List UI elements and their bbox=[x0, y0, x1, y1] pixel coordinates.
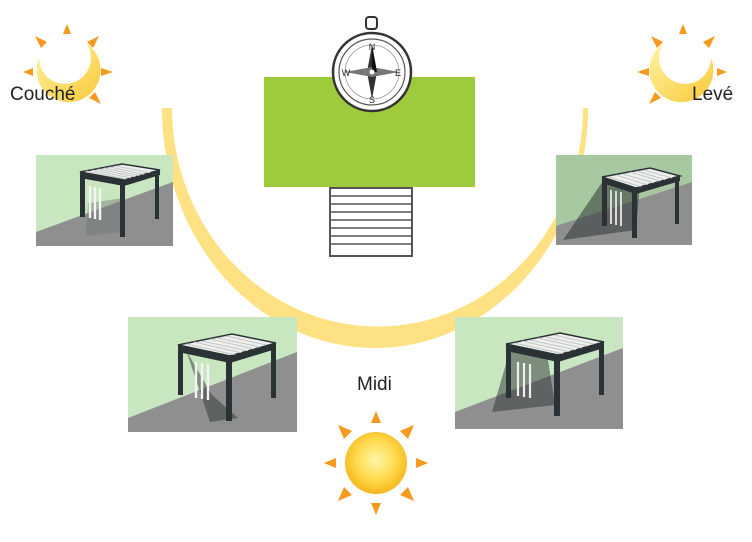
compass-s: S bbox=[369, 95, 375, 105]
label-sunrise: Levé bbox=[692, 84, 734, 105]
sun-icon bbox=[324, 411, 428, 515]
label-sunset: Couché bbox=[10, 84, 76, 105]
pergola-panel-sunrise bbox=[556, 155, 692, 245]
compass-n: N bbox=[369, 42, 376, 52]
compass-e: E bbox=[395, 68, 401, 78]
sun-icon bbox=[23, 24, 113, 104]
compass-w: W bbox=[342, 68, 351, 78]
pergola-icon bbox=[492, 332, 605, 416]
compass-icon: N S E W bbox=[331, 16, 413, 113]
pergola-icon bbox=[79, 163, 161, 237]
pergola-icon bbox=[563, 167, 683, 240]
pergola-panel-morning bbox=[128, 317, 297, 432]
label-noon: Midi bbox=[357, 374, 392, 395]
pergola-panel-afternoon bbox=[455, 317, 623, 429]
stairs-icon bbox=[329, 187, 413, 257]
sun-icon bbox=[637, 24, 727, 104]
pergola-panel-sunset bbox=[36, 155, 173, 246]
pergola-icon bbox=[177, 333, 277, 422]
